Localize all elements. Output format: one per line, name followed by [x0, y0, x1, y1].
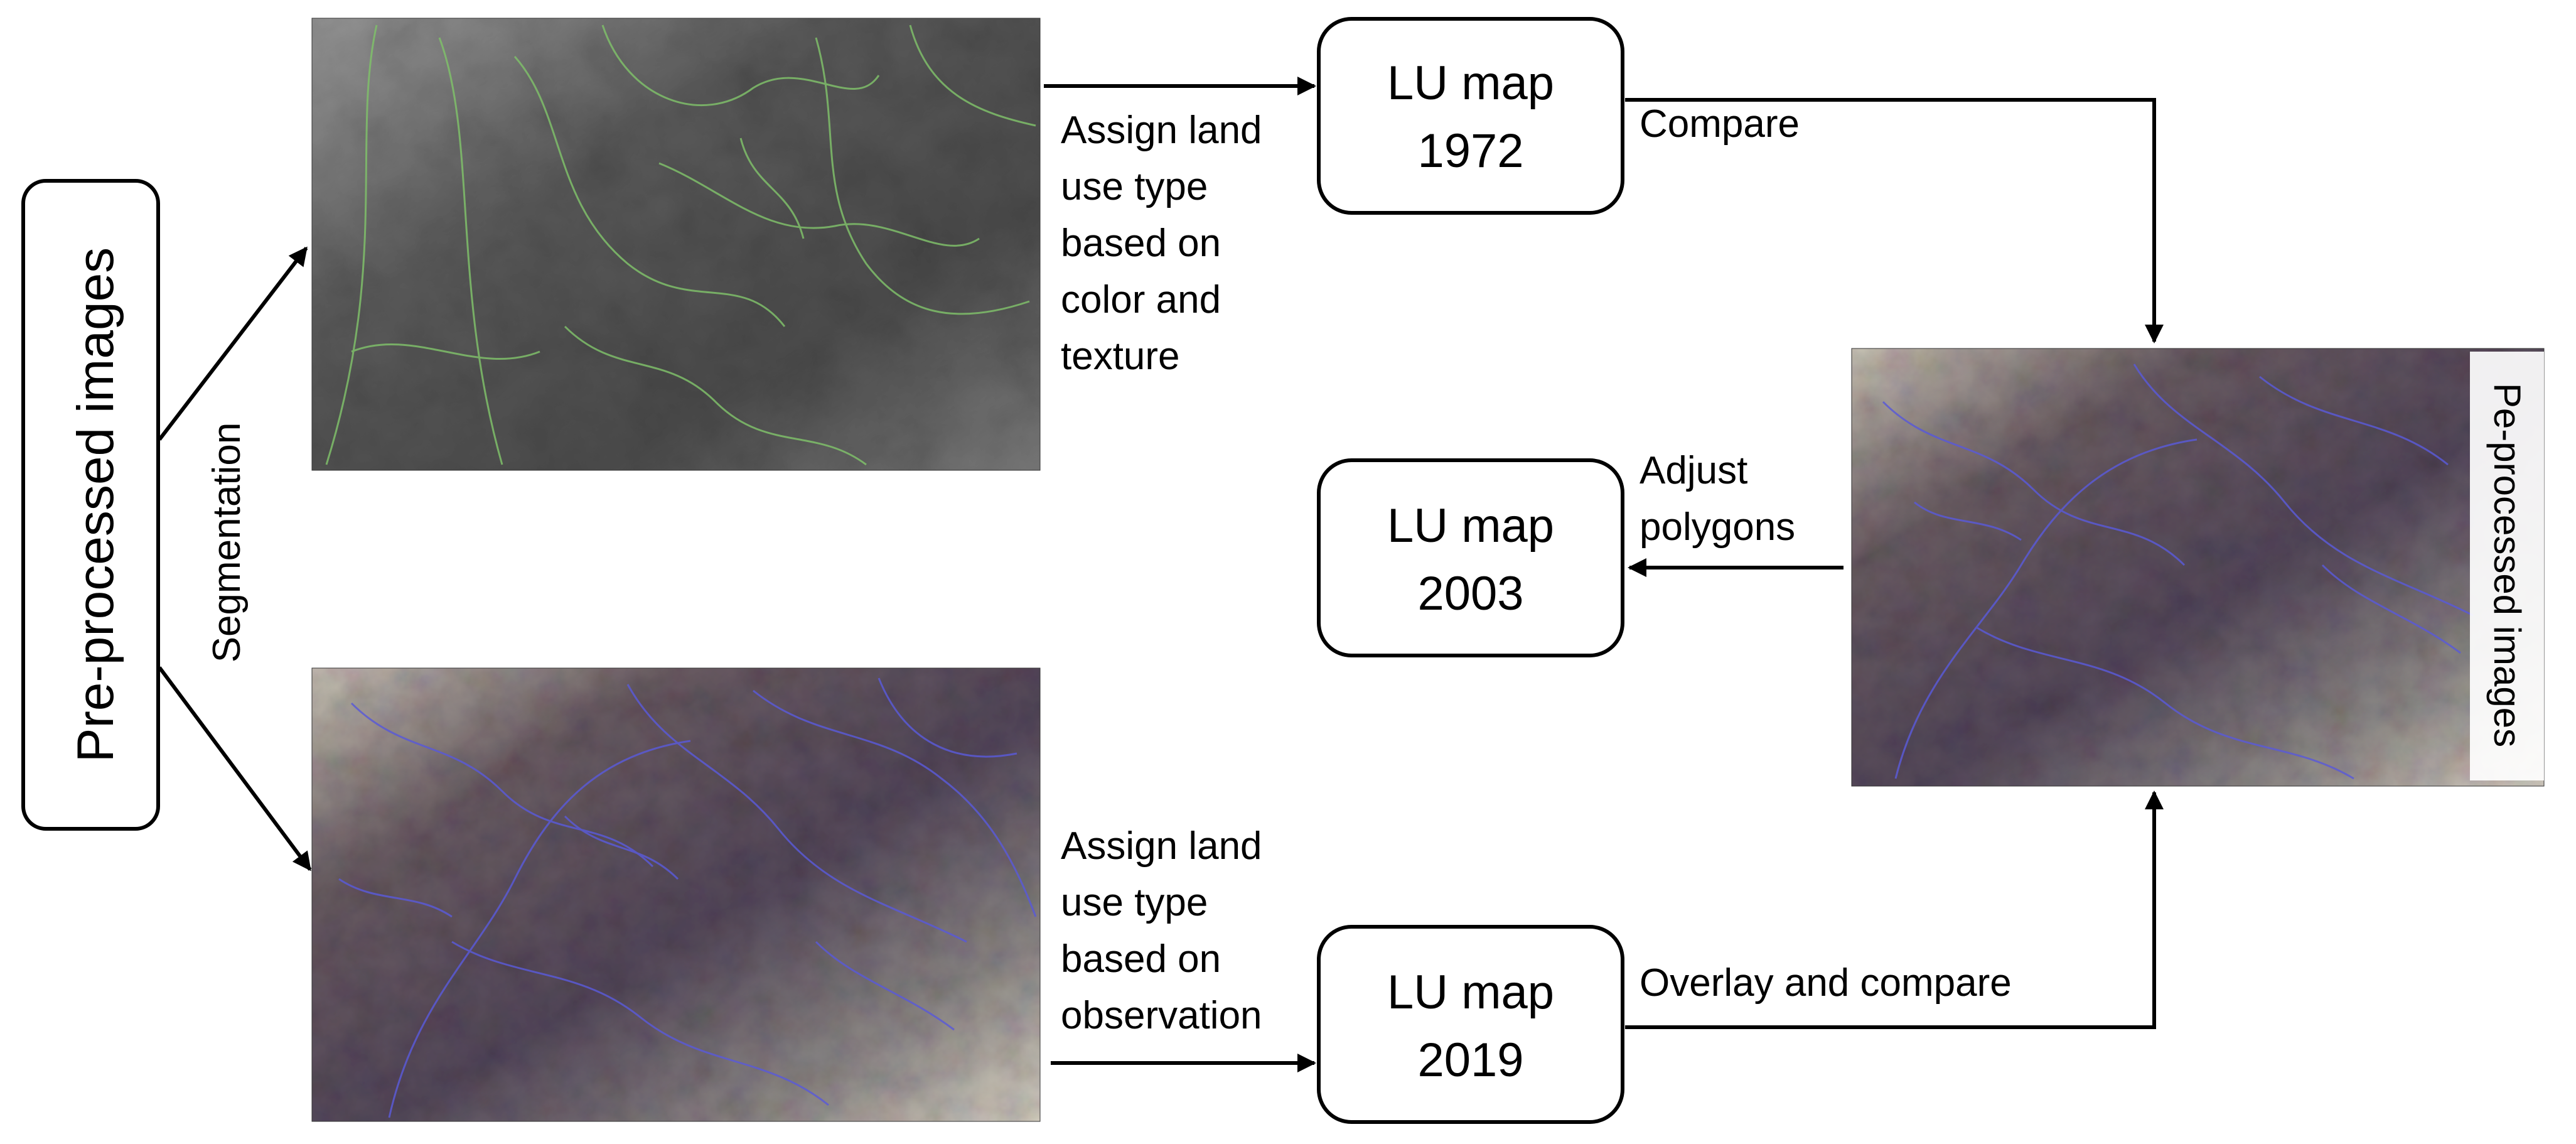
- lu-map-2003-line2: 2003: [1417, 567, 1523, 620]
- assign-color-line-4: color and: [1061, 278, 1221, 321]
- lu-map-2019-box: LU map 2019: [1317, 925, 1624, 1124]
- lu-map-2003-box: LU map 2003: [1317, 458, 1624, 657]
- overlay-compare-connector: [1625, 791, 2164, 1029]
- assign-by-color-texture-note: Assign land use type based on color and …: [1061, 109, 1262, 378]
- compare-label: Compare: [1640, 102, 1800, 146]
- lu-map-2003-line1: LU map: [1387, 499, 1554, 553]
- pre-processed-images-label: Pre-processed images: [67, 247, 124, 762]
- arrow-to-grayscale-image: [158, 246, 308, 441]
- arrow-to-color-image: [158, 666, 312, 871]
- pre-processed-images-box: Pre-processed images: [21, 179, 160, 831]
- assign-color-line-3: based on: [1061, 222, 1221, 265]
- adjust-label-line-1: Adjust: [1640, 449, 1747, 492]
- color-satellite-image-2019: [311, 667, 1041, 1122]
- assign-color-line-2: use type: [1061, 165, 1208, 208]
- assign-observation-line-4: observation: [1061, 994, 1262, 1037]
- assign-by-observation-note: Assign land use type based on observatio…: [1061, 824, 1262, 1037]
- lu-map-1972-line2: 1972: [1417, 124, 1523, 178]
- adjust-label-line-2: polygons: [1640, 505, 1795, 549]
- compare-connector: [1625, 98, 2164, 343]
- assign-observation-line-3: based on: [1061, 937, 1221, 981]
- color-satellite-image-2003: Pe-processed images: [1851, 348, 2545, 787]
- overlay-compare-label: Overlay and compare: [1640, 961, 2012, 1005]
- assign-observation-line-1: Assign land: [1061, 824, 1262, 868]
- lu-map-2019-line2: 2019: [1417, 1033, 1523, 1087]
- lu-map-2019-line1: LU map: [1387, 966, 1554, 1019]
- assign-color-line-1: Assign land: [1061, 109, 1262, 152]
- assign-color-line-5: texture: [1061, 335, 1180, 378]
- grayscale-satellite-image: [311, 18, 1041, 471]
- assign-observation-line-2: use type: [1061, 881, 1208, 924]
- pe-processed-images-label: Pe-processed images: [2486, 383, 2528, 747]
- lu-map-1972-line1: LU map: [1387, 57, 1554, 110]
- segmentation-label: Segmentation: [205, 423, 249, 663]
- lu-map-1972-box: LU map 1972: [1317, 17, 1624, 215]
